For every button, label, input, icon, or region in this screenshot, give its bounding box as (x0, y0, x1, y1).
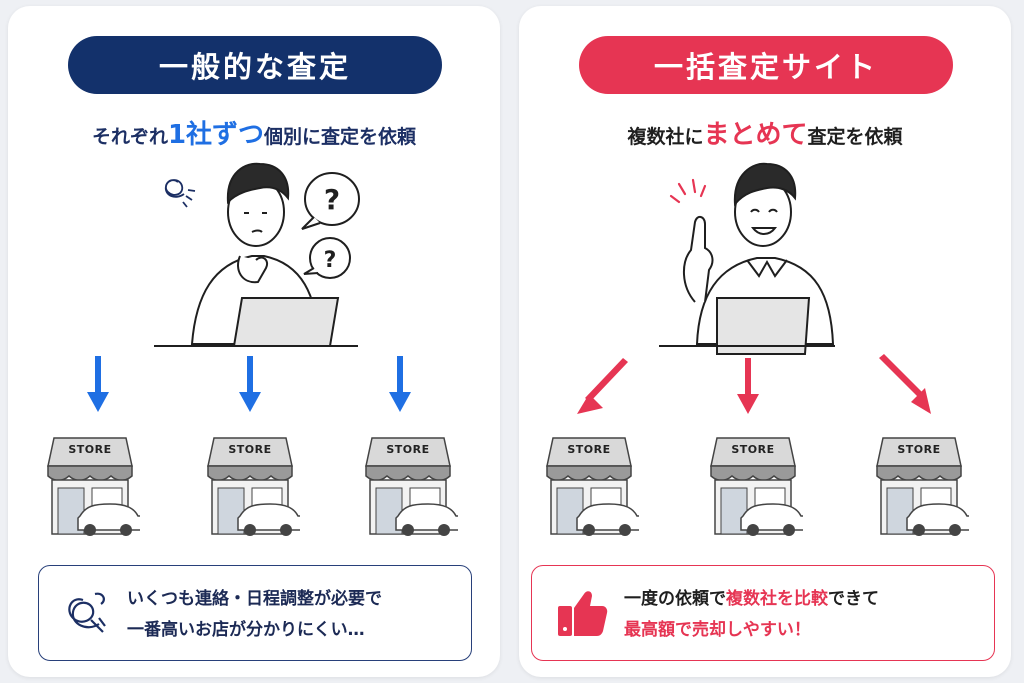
right-note-box: 一度の依頼で複数社を比較できて 最高額で売却しやすい！ (531, 565, 995, 661)
left-note-line2: 一番高いお店が分かりにくい… (127, 620, 365, 640)
right-note-text: 一度の依頼で複数社を比較できて 最高額で売却しやすい！ (624, 584, 964, 646)
right-note-line1: 一度の依頼で複数社を比較できて (624, 584, 964, 615)
left-note-box: いくつも連絡・日程調整が必要で 一番高いお店が分かりにくい… (38, 565, 472, 661)
right-title: 一括査定サイト (653, 50, 878, 84)
right-note-line2: 最高額で売却しやすい！ (624, 620, 811, 640)
red-diagonal-arrow-icon (577, 358, 628, 414)
left-note-text: いくつも連絡・日程調整が必要で 一番高いお店が分かりにくい… (127, 584, 467, 646)
svg-text:?: ? (324, 183, 340, 216)
red-down-arrow-icon (737, 358, 759, 414)
blue-down-arrow-icon (87, 356, 109, 412)
left-note-line1: いくつも連絡・日程調整が必要で (127, 589, 382, 609)
right-subtitle-highlight: まとめて (703, 120, 808, 150)
store-icon: STORE (869, 434, 972, 539)
store-sign: STORE (731, 443, 775, 456)
right-note-line1-after: できて (828, 589, 879, 609)
blue-down-arrow-icon (389, 356, 411, 412)
question-bubble-icon: ? (303, 237, 351, 279)
store-sign: STORE (567, 443, 611, 456)
blue-down-arrow-icon (239, 356, 261, 412)
svg-text:?: ? (324, 248, 337, 273)
store-sign: STORE (68, 443, 112, 456)
right-panel-bulk-appraisal: 一括査定サイト 複数社にまとめて査定を依頼 (519, 6, 1011, 677)
right-subtitle-after: 査定を依頼 (807, 126, 903, 148)
right-illustration (577, 162, 931, 414)
sparkle-icon (669, 178, 707, 204)
right-note-line1-before: 一度の依頼で (624, 589, 726, 609)
store-sign: STORE (897, 443, 941, 456)
left-subtitle-before: それぞれ (91, 126, 168, 148)
laptop-icon (154, 297, 358, 347)
question-bubble-icon: ? (301, 172, 360, 230)
laptop-icon (659, 297, 835, 355)
left-subtitle-highlight: 1社ずつ (167, 120, 265, 150)
left-subtitle: それぞれ1社ずつ個別に査定を依頼 (8, 114, 500, 151)
store-icon: STORE (358, 434, 461, 539)
scribble-confusion-icon (68, 592, 106, 633)
right-subtitle: 複数社にまとめて査定を依頼 (519, 114, 1011, 151)
store-sign: STORE (228, 443, 272, 456)
left-title-pill: 一般的な査定 (68, 36, 442, 94)
left-panel-general-appraisal: 一般的な査定 それぞれ1社ずつ個別に査定を依頼 ? ? (8, 6, 500, 677)
right-subtitle-before: 複数社に (627, 126, 704, 148)
store-icon: STORE (539, 434, 642, 539)
red-diagonal-arrow-icon (879, 354, 931, 414)
store-icon: STORE (200, 434, 303, 539)
thumbs-up-icon (558, 591, 608, 636)
store-icon: STORE (703, 434, 806, 539)
right-note-line1-highlight: 複数社を比較 (726, 589, 828, 609)
confusion-scribble-icon (164, 179, 196, 208)
left-subtitle-after: 個別に査定を依頼 (264, 126, 417, 148)
store-icon: STORE (40, 434, 143, 539)
left-title: 一般的な査定 (158, 50, 351, 84)
store-sign: STORE (386, 443, 430, 456)
left-illustration: ? ? (87, 162, 411, 412)
right-title-pill: 一括査定サイト (579, 36, 953, 94)
